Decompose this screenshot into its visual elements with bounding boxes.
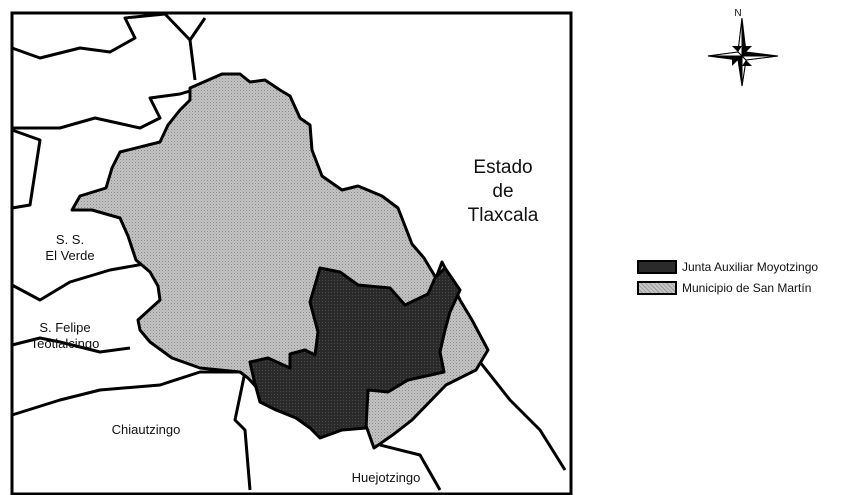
- border-north-west-1: [11, 12, 166, 60]
- compass-north-label: N: [734, 8, 741, 19]
- border-west-4: [11, 370, 245, 417]
- legend-item-municipio: Municipio de San Martín: [637, 279, 818, 297]
- border-north-1: [163, 12, 207, 42]
- junta-auxiliar-moyotzingo: [248, 266, 462, 440]
- state-label-line-2: de: [492, 181, 513, 202]
- border-west-3: [11, 336, 131, 354]
- legend-item-junta: Junta Auxiliar Moyotzingo: [637, 258, 818, 276]
- huejotzingo-label: Huejotzingo: [352, 470, 421, 485]
- border-west-2: [11, 260, 156, 302]
- border-south-1: [233, 371, 252, 491]
- legend-label-junta: Junta Auxiliar Moyotzingo: [682, 260, 819, 274]
- border-west-1: [11, 128, 42, 210]
- state-label-line-3: Tlaxcala: [468, 205, 539, 226]
- border-south-2: [379, 443, 442, 491]
- legend: Junta Auxiliar Moyotzingo Municipio de S…: [637, 258, 818, 300]
- neighbor-borders: [11, 12, 567, 491]
- border-north-2: [188, 39, 197, 81]
- state-label-line-1: Estado: [473, 157, 532, 178]
- el-verde-label-line-1: S. S.: [56, 232, 84, 247]
- legend-swatch-municipio: [637, 281, 677, 295]
- teotlalcingo-label-line-2: Teotlalcingo: [31, 336, 100, 351]
- el-verde-label: S. S. El Verde: [45, 232, 94, 263]
- el-verde-label-line-2: El Verde: [45, 248, 94, 263]
- teotlalcingo-label-line-1: S. Felipe: [39, 320, 90, 335]
- state-label: Estado de Tlaxcala: [468, 157, 539, 226]
- map-frame: [10, 11, 573, 495]
- legend-swatch-junta: [637, 260, 677, 274]
- teotlalcingo-label: S. Felipe Teotlalcingo: [31, 320, 100, 351]
- compass-rose-icon: N: [707, 8, 779, 87]
- chiautzingo-label: Chiautzingo: [112, 422, 181, 437]
- border-east-1: [478, 361, 567, 471]
- border-north-west-2: [12, 86, 201, 130]
- legend-label-municipio: Municipio de San Martín: [682, 281, 812, 295]
